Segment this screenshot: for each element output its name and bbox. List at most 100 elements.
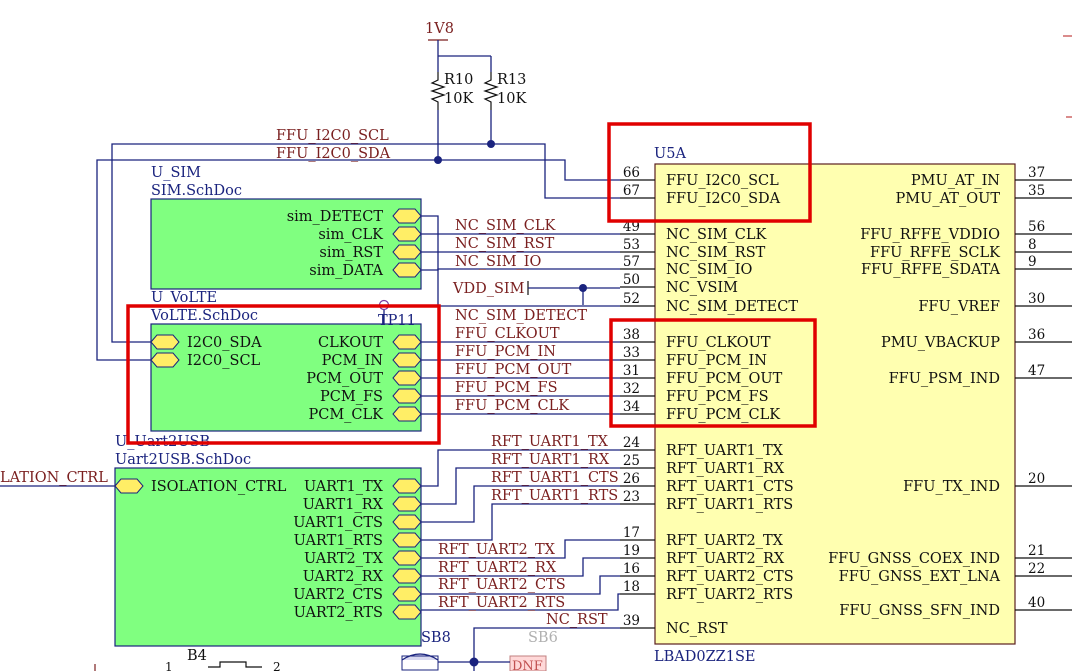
chip-pin-name: NC_SIM_DETECT xyxy=(666,299,798,315)
chip-part: LBAD0ZZ1SE xyxy=(654,649,756,665)
resistor-r10[interactable]: R10 10K xyxy=(430,72,474,110)
net-label-u2cts: RFT_UART2_CTS xyxy=(438,577,566,593)
resistor-r13-value: 10K xyxy=(497,91,527,107)
label-dnf: DNF xyxy=(512,659,543,671)
chip-pin-number: 9 xyxy=(1028,254,1037,270)
chip-pin-name: NC_VSIM xyxy=(666,280,738,296)
chip-pin-number: 39 xyxy=(623,613,640,629)
power-rail-1v8: 1V8 xyxy=(425,21,492,72)
chip-pin-name: FFU_TX_IND xyxy=(903,479,1000,495)
chip-pin-name: PMU_VBACKUP xyxy=(881,335,1000,351)
volte-pcm-clk-label: PCM_CLK xyxy=(308,407,384,423)
sim-sim-rst-port[interactable] xyxy=(392,244,422,260)
chip-pin-name: RFT_UART1_CTS xyxy=(666,479,794,495)
highlight-volte-sheet xyxy=(126,304,441,445)
label-b4: B4 xyxy=(187,648,207,664)
sim-sim-detect-port[interactable] xyxy=(392,208,422,224)
resistor-r13-icon xyxy=(483,72,499,110)
uart-uart1-cts-port[interactable] xyxy=(392,514,422,530)
chip-body xyxy=(654,163,1016,645)
sim-sim-data-port[interactable] xyxy=(392,262,422,278)
uart-uart2-cts-port[interactable] xyxy=(392,586,422,602)
sim-sim-clk-port[interactable] xyxy=(392,226,422,242)
volte-i2c0-scl-port[interactable] xyxy=(150,352,180,368)
solder-bridge-sb6-icon[interactable] xyxy=(509,655,547,671)
uart-uart1-rts-label: UART1_RTS xyxy=(294,533,383,549)
uart-isolation-ctrl-port[interactable] xyxy=(114,478,144,494)
sim-sim-rst-label: sim_RST xyxy=(319,245,383,261)
uart-uart2-rts-port[interactable] xyxy=(392,604,422,620)
power-rail-label: 1V8 xyxy=(425,21,454,37)
ferrite-bead-b4-icon[interactable] xyxy=(208,661,262,668)
chip-pin-name: FFU_GNSS_SFN_IND xyxy=(839,603,1000,619)
volte-pcm-fs-port[interactable] xyxy=(392,388,422,404)
chip-pin-number: 16 xyxy=(623,561,640,577)
sheet-u-sim[interactable]: U_SIM SIM.SchDoc sim_DETECTsim_CLKsim_RS… xyxy=(150,165,422,290)
sim-sim-detect-label: sim_DETECT xyxy=(287,209,384,225)
uart-uart2-rx-port[interactable] xyxy=(392,568,422,584)
chip-pin-number: 47 xyxy=(1028,363,1045,379)
chip-pin-name: NC_SIM_CLK xyxy=(666,227,768,243)
volte-pcm-clk-port[interactable] xyxy=(392,406,422,422)
chip-pin-number: 25 xyxy=(623,453,640,469)
volte-pcm-out-port[interactable] xyxy=(392,370,422,386)
sheet-u-uart2usb[interactable]: U_Uart2USB Uart2USB.SchDoc ISOLATION_CTR… xyxy=(114,434,422,647)
volte-pcm-in-port[interactable] xyxy=(392,352,422,368)
net-label-u2rx: RFT_UART2_RX xyxy=(438,560,557,576)
chip-pin-number: 30 xyxy=(1028,291,1045,307)
resistor-r10-icon xyxy=(430,72,446,110)
uart-uart1-rts-port[interactable] xyxy=(392,532,422,548)
volte-i2c0-sda-port[interactable] xyxy=(150,334,180,350)
volte-clkout-port[interactable] xyxy=(392,334,422,350)
uart-uart2-tx-port[interactable] xyxy=(392,550,422,566)
sheet-u-volte[interactable]: U_VoLTE VoLTE.SchDoc I2C0_SDAI2C0_SCLCLK… xyxy=(150,290,422,432)
chip-pin-number: 17 xyxy=(623,525,640,541)
chip-pin-name: RFT_UART2_RX xyxy=(666,551,785,567)
uart-uart1-rx-port[interactable] xyxy=(392,496,422,512)
uart-uart1-cts-label: UART1_CTS xyxy=(293,515,383,531)
chip-pin-name: NC_RST xyxy=(666,621,728,637)
wire-u1rts xyxy=(421,503,620,541)
resistor-r13[interactable]: R13 10K xyxy=(483,72,527,110)
uart-uart1-tx-port[interactable] xyxy=(392,478,422,494)
chip-pin-number: 50 xyxy=(623,272,640,288)
solder-bridge-sb8-icon[interactable] xyxy=(401,653,439,661)
chip-pin-name: PMU_AT_IN xyxy=(911,173,1000,189)
chip-pin-number: 26 xyxy=(623,471,640,487)
label-pin-2: 2 xyxy=(273,660,281,671)
